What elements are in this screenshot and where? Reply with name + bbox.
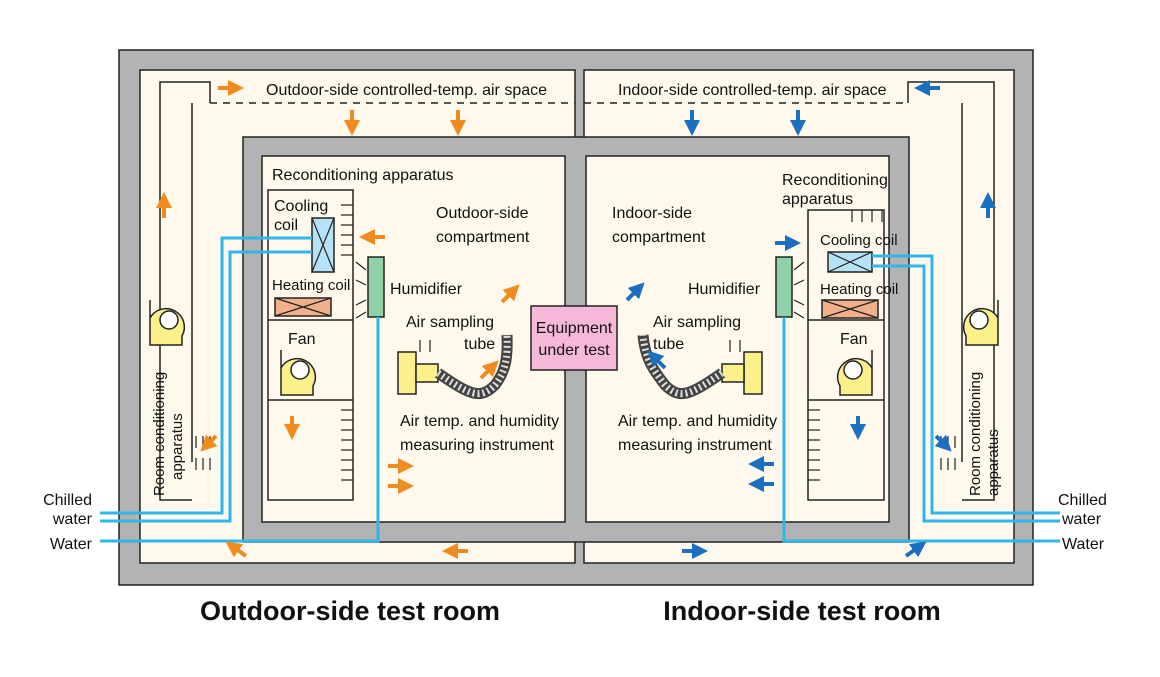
right-room-fan-icon	[962, 300, 999, 346]
right-chilled-water-label-2: water	[1061, 511, 1102, 528]
left-air-sampling-label-2: tube	[464, 336, 495, 353]
right-recond-label-1: Reconditioning	[782, 172, 888, 189]
indoor-space-label: Indoor-side controlled-temp. air space	[618, 82, 887, 99]
left-humidifier	[367, 256, 385, 318]
indoor-return-duct	[907, 81, 995, 501]
right-fan-icon	[836, 350, 873, 396]
right-sampling-tube-inner	[639, 334, 724, 397]
left-heating-coil-label: Heating coil	[272, 277, 350, 294]
left-instrument	[397, 340, 439, 395]
equipment-label-2: under test	[538, 342, 610, 359]
left-recond-grille	[341, 204, 353, 481]
right-heating-coil-label: Heating coil	[820, 281, 898, 298]
right-fan-label: Fan	[840, 331, 868, 348]
right-water-label: Water	[1062, 536, 1105, 553]
left-heating-coil-x	[274, 297, 332, 317]
right-heating-coil-x	[821, 299, 879, 319]
right-cooling-coil-label: Cooling coil	[820, 232, 898, 249]
right-chilled-pipe-1	[872, 254, 1060, 515]
left-humidifier-label: Humidifier	[390, 281, 463, 298]
water-pipes	[100, 236, 1060, 543]
right-humidifier	[775, 256, 793, 318]
outdoor-room-title: Outdoor-side test room	[200, 596, 500, 626]
indoor-compartment-label-2: compartment	[612, 229, 706, 246]
left-recond-label: Reconditioning apparatus	[272, 167, 453, 184]
right-room-cond-label-1: Room conditioning	[967, 372, 984, 496]
right-recond-label-2: apparatus	[782, 191, 853, 208]
equipment-under-test	[530, 305, 618, 371]
left-room-fan-icon	[149, 300, 186, 346]
left-chilled-pipe-2	[100, 250, 312, 523]
left-cooling-coil-x	[311, 217, 335, 273]
left-humidifier-spray	[355, 261, 367, 319]
left-chilled-water-label-1: Chilled	[43, 492, 92, 509]
left-room-cond-label-1: Room conditioning	[151, 372, 168, 496]
right-humidifier-label: Humidifier	[688, 281, 761, 298]
right-water-pipe	[782, 317, 1060, 543]
right-room-cond-label-2: apparatus	[985, 429, 1002, 496]
left-water-label: Water	[50, 536, 93, 553]
right-cooling-coil-x	[827, 251, 873, 273]
right-instrument-label-1: Air temp. and humidity	[618, 413, 777, 430]
outdoor-return-duct	[159, 81, 211, 501]
left-fan-icon	[280, 350, 317, 396]
left-cooling-coil-label-1: Cooling	[274, 198, 328, 215]
indoor-room-title: Indoor-side test room	[663, 596, 941, 626]
right-chilled-pipe-2	[872, 264, 1060, 523]
left-sampling-tube-inner	[436, 334, 511, 397]
right-recond-grille	[808, 210, 883, 481]
left-chilled-water-label-2: water	[52, 511, 93, 528]
right-humidifier-spray	[793, 261, 805, 319]
outdoor-space-label: Outdoor-side controlled-temp. air space	[266, 82, 547, 99]
right-chilled-water-label-1: Chilled	[1058, 492, 1107, 509]
left-air-sampling-label-1: Air sampling	[406, 314, 494, 331]
left-chilled-pipe-1	[100, 236, 312, 515]
outdoor-compartment-label-2: compartment	[436, 229, 530, 246]
right-instrument	[721, 340, 763, 395]
left-room-cond-label-2: apparatus	[169, 413, 186, 480]
right-air-sampling-label-1: Air sampling	[653, 314, 741, 331]
left-instrument-label-2: measuring instrument	[400, 437, 554, 454]
left-fan-label: Fan	[288, 331, 316, 348]
left-water-pipe	[100, 317, 380, 543]
outdoor-compartment-label-1: Outdoor-side	[436, 205, 529, 222]
blue-flow-arrows	[625, 80, 996, 559]
indoor-compartment-label-1: Indoor-side	[612, 205, 692, 222]
left-cooling-coil-label-2: coil	[274, 217, 298, 234]
right-air-sampling-label-2: tube	[653, 336, 684, 353]
left-instrument-label-1: Air temp. and humidity	[400, 413, 559, 430]
orange-flow-arrows	[156, 80, 520, 559]
right-instrument-label-2: measuring instrument	[618, 437, 772, 454]
equipment-label-1: Equipment	[536, 320, 613, 337]
